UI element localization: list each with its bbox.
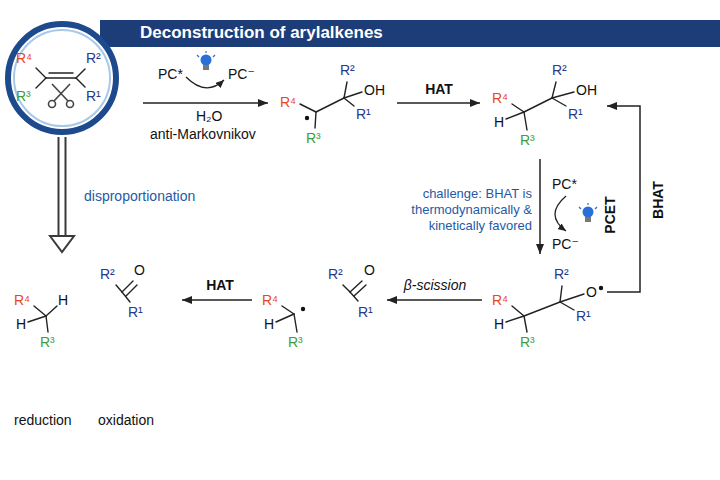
bond-lines: [28, 68, 584, 332]
reagent-label: PC*: [158, 66, 183, 83]
atom-label: R¹: [576, 308, 591, 325]
atom-label: R³: [16, 88, 31, 105]
scissors-icon: [49, 84, 74, 108]
atom-label: R³: [40, 334, 55, 351]
catalyst-arc: [186, 77, 224, 88]
arrow-label: PCET: [602, 194, 619, 235]
reaction-arrow: [539, 159, 541, 254]
arrow-label: BHAT: [650, 179, 667, 221]
reaction-arrow: [143, 102, 268, 104]
hollow-arrow: [58, 137, 67, 238]
atom-label: H: [494, 114, 504, 131]
atom-label: R⁴: [14, 292, 30, 309]
radical-dots: [301, 116, 603, 311]
title-text: Deconstruction of arylalkenes: [140, 23, 383, 43]
molecule-structure: R² OH R⁴ H R¹ R³: [492, 62, 599, 151]
atom-label: R¹: [356, 106, 371, 123]
reagent-label: PC⁻: [552, 236, 579, 253]
atom-label: R²: [328, 266, 343, 283]
arrow-label: disproportionation: [82, 188, 197, 205]
reaction-arrow: [387, 299, 482, 301]
atom-label: H: [494, 316, 504, 333]
reagent-label: PC*: [552, 176, 577, 193]
atom-label: R²: [340, 62, 355, 79]
atom-label: H: [264, 316, 274, 333]
atom-label: O: [134, 262, 145, 279]
hollow-arrow-head: [50, 236, 74, 252]
atom-label: R⁴: [492, 90, 508, 107]
light-bulb-icon: [579, 203, 597, 222]
atom-label: R¹: [358, 304, 373, 321]
molecule-structure: R⁴ R³ R² R¹: [14, 50, 103, 107]
molecule-structure: R⁴ H H R³ R² O R¹ reduction oxidation: [14, 262, 156, 431]
atom-label: R¹: [568, 106, 583, 123]
atom-label: OH: [576, 82, 597, 99]
atom-label: H: [58, 292, 68, 309]
atom-label: R²: [100, 266, 115, 283]
atom-label: R⁴: [492, 292, 508, 309]
molecule-structure: R² O R⁴ R¹ H R³: [492, 262, 599, 353]
arrow-label: β-scission: [402, 277, 468, 294]
atom-label: O: [364, 262, 375, 279]
atom-label: R⁴: [16, 50, 32, 67]
atom-label: oxidation: [98, 412, 154, 429]
reaction-arrow: [397, 102, 480, 104]
arrow-label: HAT: [423, 81, 455, 98]
note-text: challenge: BHAT is thermodynamically & k…: [392, 186, 532, 234]
arrow-label: HAT: [204, 277, 236, 294]
reaction-arrow: [182, 299, 252, 301]
atom-label: R¹: [128, 304, 143, 321]
title-band: [100, 20, 720, 47]
atom-label: R³: [520, 334, 535, 351]
atom-label: OH: [364, 82, 385, 99]
reagent-label: PC⁻: [228, 66, 255, 83]
atom-label: R³: [520, 132, 535, 149]
atom-label: R⁴: [262, 292, 278, 309]
reagent-label: H₂O: [196, 108, 222, 125]
atom-label: R⁴: [280, 94, 296, 111]
molecule-structure: R⁴ H R³ R² O R¹: [262, 262, 377, 353]
reagent-label: anti-Markovnikov: [150, 126, 256, 143]
highlight-ring: [14, 30, 110, 126]
atom-label: reduction: [14, 412, 72, 429]
molecule-structure: R² OH R⁴ R¹ R³: [280, 62, 387, 149]
atom-label: R³: [288, 334, 303, 351]
atom-label: R²: [552, 62, 567, 79]
atom-label: O: [586, 284, 597, 301]
atom-label: R¹: [86, 88, 101, 105]
atom-label: R²: [86, 50, 101, 67]
atom-label: H: [16, 316, 26, 333]
catalyst-arc: [555, 196, 566, 231]
atom-label: R³: [306, 130, 321, 147]
highlight-circle: [8, 24, 116, 132]
hollow-arrow-inner: [60, 137, 65, 239]
light-bulb-icon: [197, 51, 215, 70]
atom-label: R²: [554, 266, 569, 283]
